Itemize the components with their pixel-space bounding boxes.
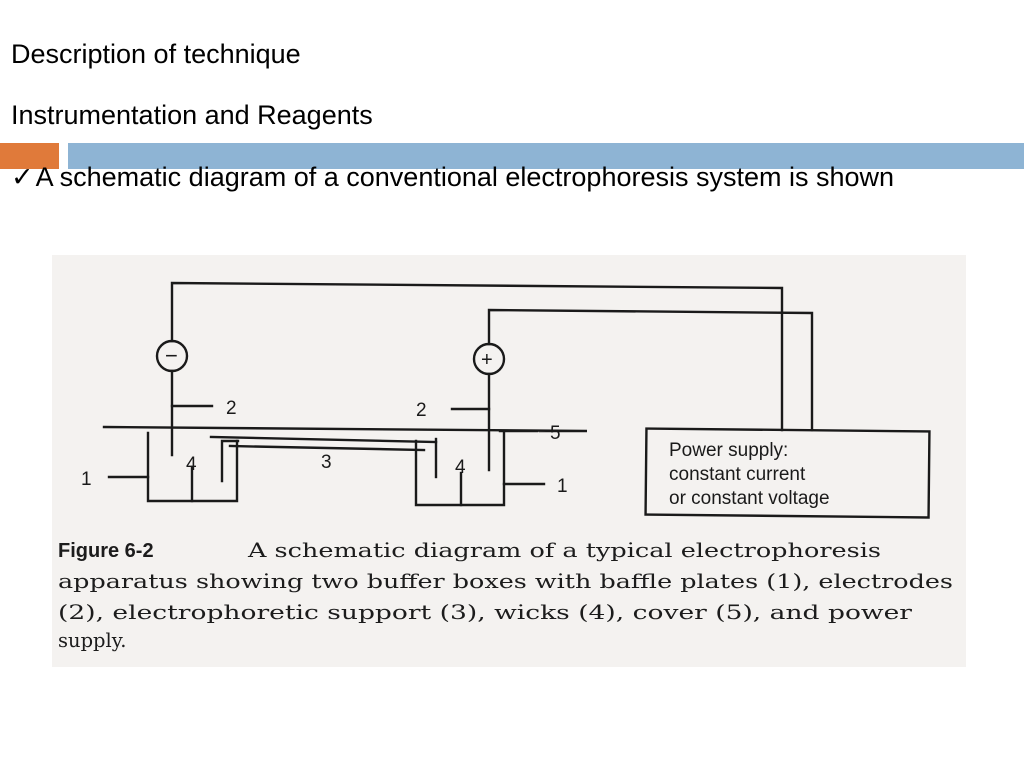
positive-symbol: +: [481, 349, 493, 371]
support-strip-bottom: [228, 444, 426, 452]
bullet-text: A schematic diagram of a conventional el…: [35, 162, 895, 192]
caption-line-1: A schematic diagram of a typical electro…: [247, 539, 881, 562]
wire-negative: [170, 281, 784, 432]
support-strip-top: [209, 435, 438, 444]
label-electrode-left: 2: [226, 398, 237, 419]
power-supply-box: [644, 427, 931, 519]
figure-label: Figure 6-2: [58, 540, 154, 562]
checkmark-icon: ✓: [11, 162, 34, 192]
caption-line-3: (2), electrophoretic support (3), wicks …: [58, 601, 913, 624]
heading-instrumentation: Instrumentation and Reagents: [11, 100, 373, 130]
caption-line-2: apparatus showing two buffer boxes with …: [58, 570, 953, 593]
heading-description: Description of technique: [11, 39, 301, 69]
label-baffle-right: 1: [557, 476, 568, 497]
label-support: 3: [321, 452, 332, 473]
wick-left: [220, 439, 240, 483]
bullet-point: ✓A schematic diagram of a conventional e…: [11, 160, 1001, 194]
power-supply-line-2: constant current: [669, 464, 806, 485]
negative-symbol: −: [165, 343, 178, 368]
label-electrode-right: 2: [416, 400, 427, 421]
caption-line-4: supply.: [58, 629, 126, 652]
label-cover: 5: [550, 423, 561, 444]
cover-line: [102, 425, 588, 433]
accent-square: [0, 143, 59, 169]
label-wick-right: 4: [455, 457, 466, 478]
figure-image: − + 2 2 5 3 4 4 1 1 Power supply: consta…: [52, 255, 966, 667]
power-supply-line-1: Power supply:: [669, 440, 788, 461]
label-baffle-left: 1: [81, 469, 92, 490]
label-wick-left: 4: [186, 454, 197, 475]
electrophoresis-diagram: − + 2 2 5 3 4 4 1 1 Power supply: consta…: [58, 281, 953, 652]
power-supply-line-3: or constant voltage: [669, 488, 830, 509]
accent-bar: [68, 143, 1024, 169]
wire-positive: [487, 308, 814, 432]
